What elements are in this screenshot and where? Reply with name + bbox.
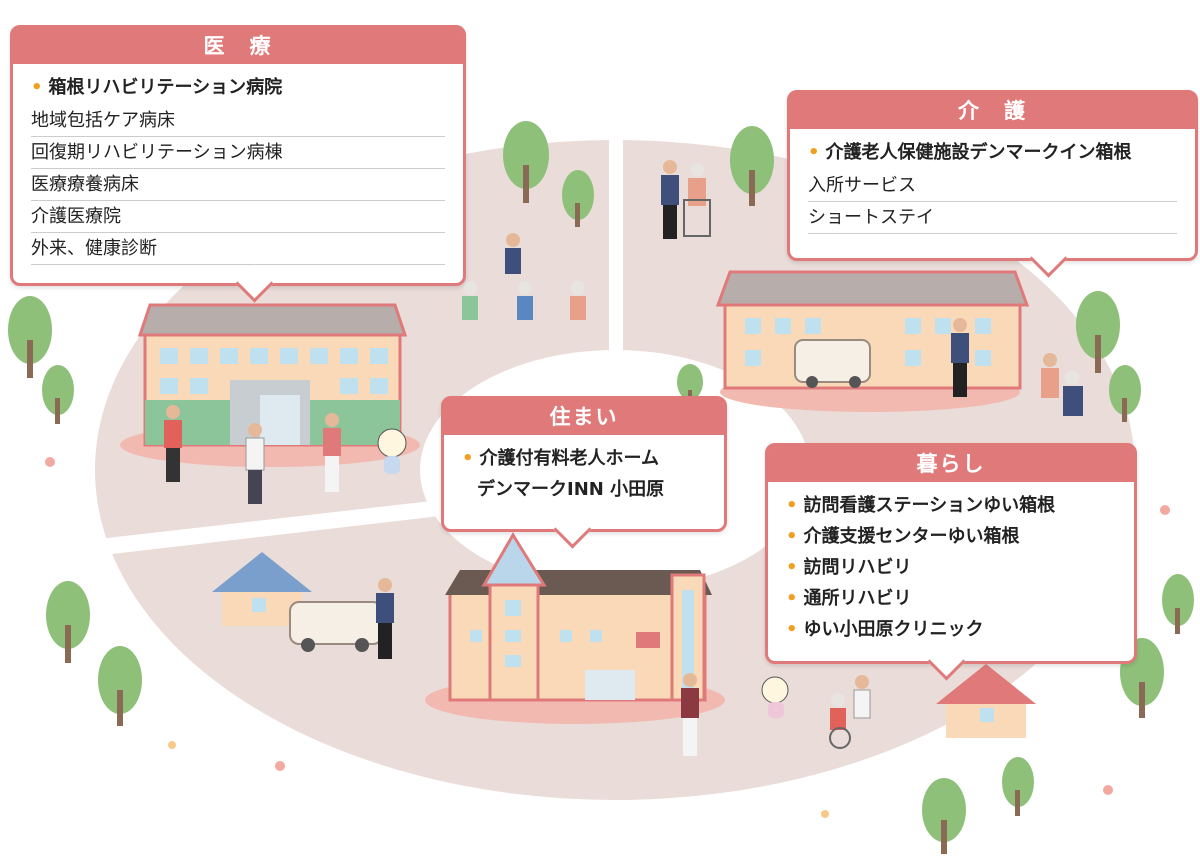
living-item: 訪問看護ステーションゆい箱根 (786, 490, 1116, 521)
staff-icon (951, 318, 969, 397)
nursing-home-building-icon (425, 532, 725, 724)
housing-facility-name: デンマークINN 小田原 (477, 479, 665, 500)
tree-icon (46, 581, 90, 663)
tree-icon (8, 296, 52, 378)
medical-item: 回復期リハビリテーション病棟 (31, 137, 445, 169)
tree-icon (1109, 365, 1141, 422)
care-item: 入所サービス (808, 170, 1177, 202)
care-item: ショートステイ (808, 202, 1177, 234)
tree-icon (1002, 757, 1034, 816)
tree-icon (42, 365, 74, 424)
living-card: 暮らし 訪問看護ステーションゆい箱根 介護支援センターゆい箱根 訪問リハビリ 通… (765, 443, 1137, 681)
tree-icon (1076, 291, 1120, 373)
housing-card-title: 住まい (444, 399, 724, 435)
tree-icon (503, 121, 549, 203)
care-items-list: 入所サービス ショートステイ (790, 168, 1195, 234)
hospital-building-icon (120, 303, 420, 467)
person-icon (164, 405, 182, 482)
house-icon (212, 552, 312, 626)
medical-item: 介護医療院 (31, 201, 445, 233)
doctor-icon (245, 423, 265, 504)
housing-main-facility: 介護付有料老人ホーム (462, 443, 706, 474)
care-main-facility: 介護老人保健施設デンマークイン箱根 (808, 137, 1177, 168)
elder-caregiver-icon (1041, 353, 1083, 416)
house-icon (936, 664, 1036, 738)
medical-card-title: 医 療 (13, 28, 463, 64)
care-card-title: 介 護 (790, 93, 1195, 129)
child-mascot-icon (761, 676, 789, 718)
medical-items-list: 地域包括ケア病床 回復期リハビリテーション病棟 医療療養病床 介護医療院 外来、… (13, 103, 463, 265)
living-item: 訪問リハビリ (786, 552, 1116, 583)
tree-icon (730, 126, 774, 206)
trees (8, 121, 1194, 854)
nurse-icon (323, 413, 341, 492)
living-item: 通所リハビリ (786, 583, 1116, 614)
caregiver-icon (661, 160, 679, 239)
care-card: 介 護 介護老人保健施設デンマークイン箱根 入所サービス ショートステイ (787, 90, 1198, 278)
tree-icon (98, 646, 142, 726)
living-items-list: 訪問看護ステーションゆい箱根 介護支援センターゆい箱根 訪問リハビリ 通所リハビ… (768, 482, 1134, 645)
living-item: 介護支援センターゆい箱根 (786, 521, 1116, 552)
elder-walker-icon (683, 163, 711, 237)
medical-item: 医療療養病床 (31, 169, 445, 201)
flower-icons (45, 457, 1170, 818)
van-icon (289, 601, 383, 652)
medical-main-facility: 箱根リハビリテーション病院 (31, 72, 445, 103)
medical-card: 医 療 箱根リハビリテーション病院 地域包括ケア病床 回復期リハビリテーション病… (10, 25, 466, 303)
exercise-group-icon (462, 233, 586, 320)
child-mascot-icon (377, 428, 407, 474)
living-card-title: 暮らし (768, 446, 1134, 482)
housing-card: 住まい 介護付有料老人ホーム デンマークINN 小田原 (441, 396, 727, 549)
staff-icon (681, 673, 699, 756)
staff-icon (376, 578, 394, 659)
wheelchair-icon (829, 675, 871, 749)
tree-icon (562, 170, 594, 227)
tree-icon (922, 778, 966, 854)
people (164, 160, 1083, 756)
tree-icon (1162, 574, 1194, 634)
medical-item: 外来、健康診断 (31, 233, 445, 265)
care-facility-building-icon (715, 270, 1030, 412)
living-item: ゆい小田原クリニック (786, 614, 1116, 645)
medical-item: 地域包括ケア病床 (31, 105, 445, 137)
